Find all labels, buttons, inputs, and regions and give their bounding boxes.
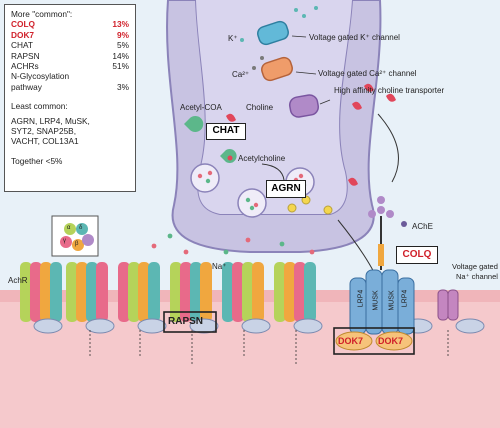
- rapsyn-ovals: [33, 318, 485, 334]
- achr-row: [20, 262, 316, 322]
- ca-ion-label: Ca²⁺: [232, 70, 250, 79]
- subunit-delta: δ: [79, 225, 83, 231]
- acetyl-coa-label: Acetyl-COA: [180, 103, 222, 112]
- na-channel-label-2: Na⁺ channel: [456, 272, 498, 281]
- ca-channel-label: Voltage gated Ca²⁺ channel: [318, 69, 417, 78]
- legend-least-line-3: VACHT, COL13A1: [11, 136, 79, 147]
- vesicle-group: [190, 163, 315, 218]
- choline-label: Choline: [246, 103, 274, 112]
- legend-together: Together <5%: [11, 155, 63, 166]
- acetylcholine-label: Acetylcholine: [238, 154, 286, 163]
- ca-channel: [261, 56, 317, 82]
- rapsn-label: RAPSN: [168, 316, 204, 327]
- k-channel-label: Voltage gated K⁺ channel: [309, 33, 400, 42]
- choline-molecules: [226, 83, 396, 186]
- chat-box: CHAT: [206, 123, 246, 140]
- achr-label: AchR: [8, 276, 28, 285]
- dok7-box: [333, 327, 415, 355]
- agrn-box: AGRN: [266, 180, 306, 198]
- musk-label-left: MUSK: [372, 290, 380, 311]
- na-ion-label: Na⁺: [212, 262, 227, 271]
- legend-least-line-2: SYT2, SNAP25B,: [11, 126, 77, 137]
- ache-label: AChE: [412, 222, 433, 231]
- k-channel: [257, 20, 307, 46]
- acetyl-coa-icon: [184, 116, 204, 132]
- dok7-oval-left: [335, 331, 373, 351]
- legend-least-title: Least common:: [11, 101, 68, 112]
- subunit-alpha: α: [67, 225, 71, 231]
- legend-row-nglyco: N-Glycosylation: [11, 71, 70, 82]
- legend-least-line-1: AGRN, LRP4, MuSK,: [11, 115, 90, 126]
- lrp4-label-left: LRP4: [357, 289, 365, 308]
- lrp4-label-right: LRP4: [401, 289, 409, 308]
- acetylcholine-icon: [220, 149, 237, 164]
- subunit-gamma: γ: [63, 238, 66, 244]
- rapsn-box: [163, 311, 217, 333]
- k-ion-label: K⁺: [228, 34, 238, 43]
- dok7-oval-right: [375, 331, 413, 351]
- colq-box: COLQ: [396, 246, 438, 264]
- choline-transporter: [288, 94, 331, 118]
- legend-title: More "common":: [11, 9, 73, 19]
- na-channel: [437, 289, 459, 321]
- subunit-beta: β: [75, 241, 79, 247]
- na-channel-label-1: Voltage gated: [452, 262, 498, 271]
- cleft-molecules: [151, 195, 333, 255]
- ion-dots: [240, 6, 318, 70]
- nerve-terminal-inner: [196, 0, 352, 214]
- ion-flow-arrows: [89, 330, 449, 366]
- choline-transporter-label: High affinity choline transporter: [334, 86, 445, 95]
- dok7-label-left: DOK7: [338, 336, 364, 346]
- dok7-label-right: DOK7: [378, 336, 404, 346]
- musk-label-right: MUSK: [388, 290, 396, 311]
